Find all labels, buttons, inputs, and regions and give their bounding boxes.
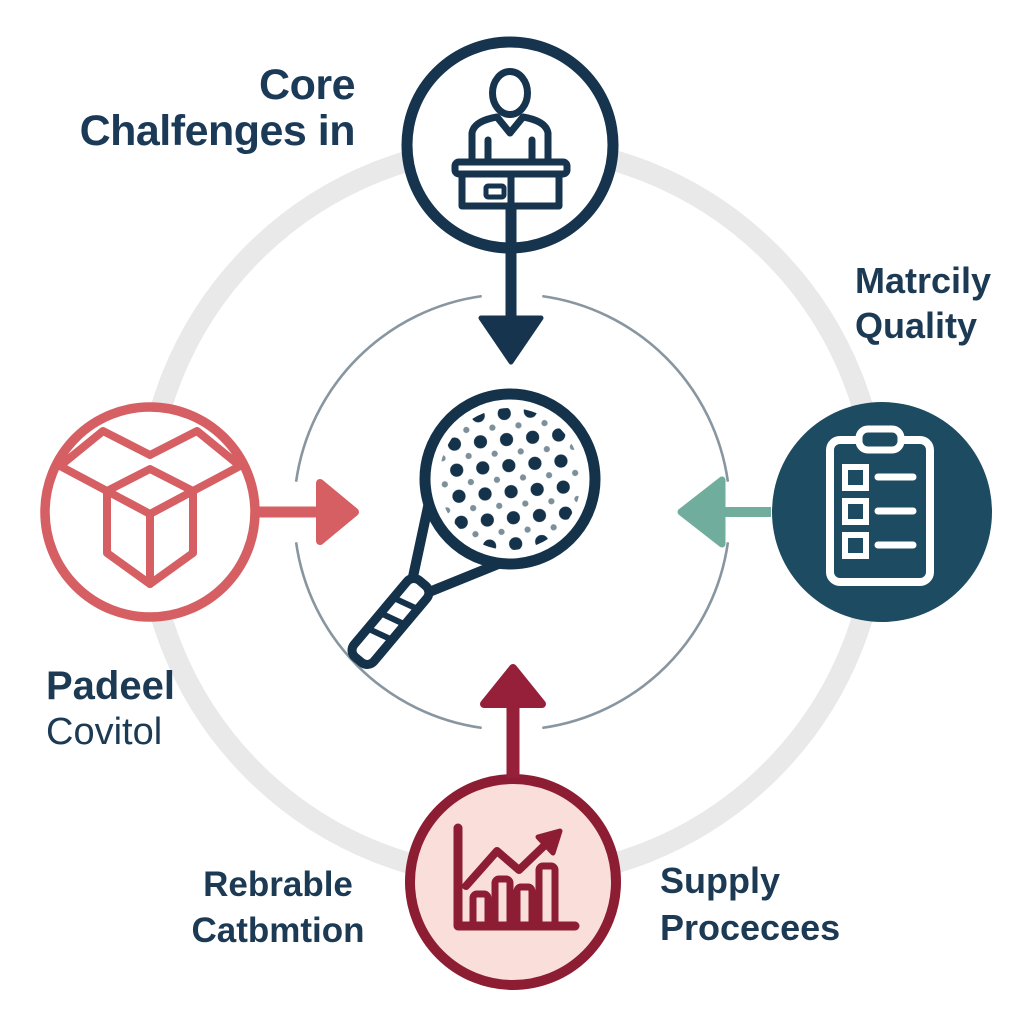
- label-rebrable-catbmtion-line-1: Rebrable: [203, 865, 353, 904]
- label-material-quality: Matrcily Quality: [855, 258, 991, 349]
- label-padel-covitol-line-1: Padeel: [46, 664, 175, 708]
- inner-circle: [294, 294, 730, 730]
- person-at-desk-icon: [451, 68, 571, 210]
- node-right: [772, 402, 992, 622]
- node-left: [40, 402, 260, 622]
- label-supply-processes: Supply Procecees: [660, 858, 840, 952]
- arrow-bottom: [480, 664, 546, 778]
- arrow-right: [677, 476, 771, 548]
- label-material-quality-line-1: Matrcily: [855, 260, 992, 301]
- title: Core Chalfenges in: [55, 61, 356, 156]
- node-top: [401, 36, 619, 254]
- label-rebrable-catbmtion-line-2: Catbmtion: [191, 910, 365, 950]
- label-padel-covitol: Padeel Covitol: [46, 662, 175, 756]
- label-rebrable-catbmtion: Rebrable Catbmtion: [158, 862, 398, 953]
- label-material-quality-line-2: Quality: [855, 305, 978, 347]
- bar-chart-growth-icon: [453, 823, 580, 931]
- label-supply-processes-line-2: Procecees: [660, 906, 841, 948]
- label-padel-covitol-line-2: Covitol: [46, 711, 163, 753]
- padel-racket-icon: [347, 388, 601, 669]
- arrow-top: [478, 206, 544, 365]
- clipboard-checklist-icon: [826, 425, 934, 586]
- arrow-left: [256, 479, 359, 545]
- label-supply-processes-line-1: Supply: [660, 860, 781, 901]
- node-bottom: [405, 774, 621, 990]
- title-line-2: Chalfenges in: [79, 107, 356, 156]
- open-box-icon: [56, 427, 244, 588]
- title-line-1: Core: [259, 61, 355, 109]
